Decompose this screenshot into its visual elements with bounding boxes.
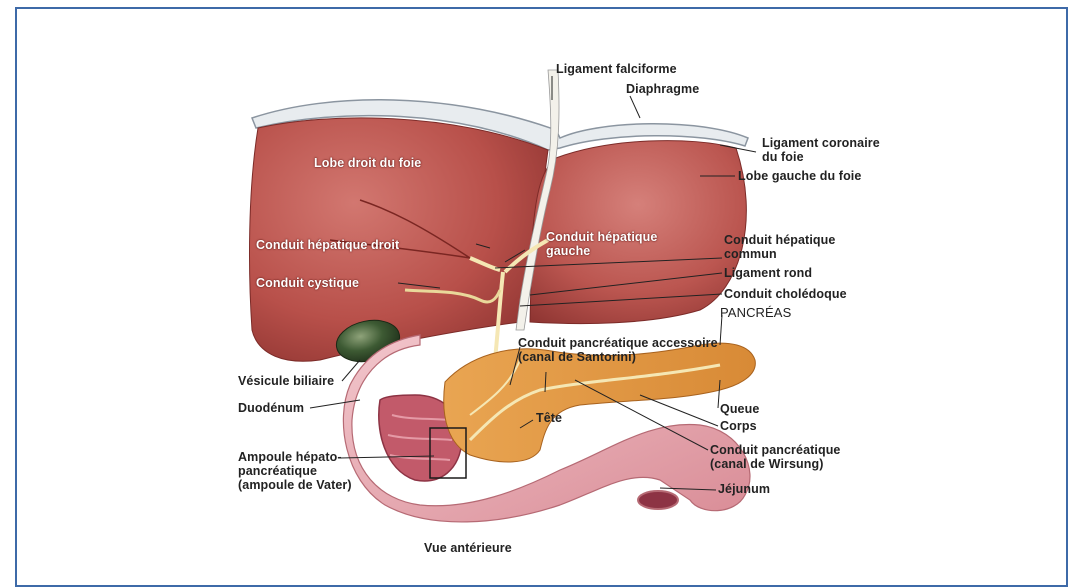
label-conduit-hepatique-gauche-line1: Conduit hépatique — [546, 230, 657, 244]
label-ampoule-line2: pancréatique — [238, 464, 352, 478]
label-jejunum: Jéjunum — [718, 482, 770, 496]
label-conduit-pancreatique-accessoire-line2: (canal de Santorini) — [518, 350, 718, 364]
label-diaphragme: Diaphragme — [626, 82, 699, 96]
label-ligament-falciforme: Ligament falciforme — [556, 62, 677, 76]
label-conduit-hepatique-commun: Conduit hépatique commun — [724, 233, 835, 261]
label-conduit-hepatique-commun-line2: commun — [724, 247, 835, 261]
label-vesicule-biliaire: Vésicule biliaire — [238, 374, 334, 388]
label-tete: Tête — [536, 411, 562, 425]
label-conduit-hepatique-commun-line1: Conduit hépatique — [724, 233, 835, 247]
label-queue: Queue — [720, 402, 759, 416]
label-ligament-coronaire-line2: du foie — [762, 150, 880, 164]
label-conduit-pancreatique-line1: Conduit pancréatique — [710, 443, 840, 457]
label-conduit-choledoque: Conduit cholédoque — [724, 287, 847, 301]
label-corps: Corps — [720, 419, 757, 433]
anatomy-illustration — [0, 0, 1078, 575]
label-lobe-gauche: Lobe gauche du foie — [738, 169, 861, 183]
label-ampoule-line3: (ampoule de Vater) — [238, 478, 352, 492]
label-ampoule-line1: Ampoule hépato- — [238, 450, 352, 464]
label-lobe-droit: Lobe droit du foie — [314, 156, 421, 170]
label-conduit-cystique: Conduit cystique — [256, 276, 359, 290]
label-conduit-pancreatique-line2: (canal de Wirsung) — [710, 457, 840, 471]
label-pancreas: PANCRÉAS — [720, 306, 791, 320]
label-ligament-coronaire: Ligament coronaire du foie — [762, 136, 880, 164]
label-ligament-coronaire-line1: Ligament coronaire — [762, 136, 880, 150]
label-conduit-pancreatique: Conduit pancréatique (canal de Wirsung) — [710, 443, 840, 471]
label-conduit-hepatique-droit: Conduit hépatique droit — [256, 238, 399, 252]
label-conduit-hepatique-gauche: Conduit hépatique gauche — [546, 230, 657, 258]
label-vue-anterieure: Vue antérieure — [424, 541, 512, 555]
label-duodenum: Duodénum — [238, 401, 304, 415]
jejunum-opening-shape — [638, 491, 678, 509]
label-conduit-pancreatique-accessoire-line1: Conduit pancréatique accessoire — [518, 336, 718, 350]
label-ampoule: Ampoule hépato- pancréatique (ampoule de… — [238, 450, 352, 492]
label-conduit-hepatique-gauche-line2: gauche — [546, 244, 657, 258]
label-conduit-pancreatique-accessoire: Conduit pancréatique accessoire (canal d… — [518, 336, 718, 364]
label-ligament-rond: Ligament rond — [724, 266, 812, 280]
